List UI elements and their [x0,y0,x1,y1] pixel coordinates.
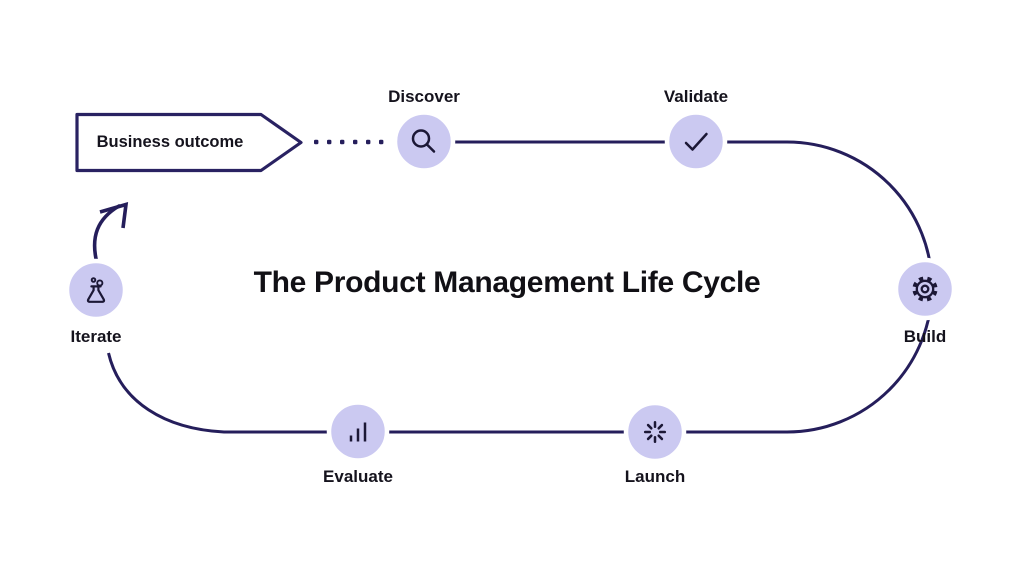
check-icon [684,132,708,151]
bar-chart-icon [349,422,367,442]
page-title: The Product Management Life Cycle [253,266,761,299]
stage-label-launch: Launch [624,467,686,486]
stage-label-discover: Discover [388,87,460,106]
dotted-connector [314,139,384,145]
stage-label-build: Build [903,327,947,346]
pennant-label: Business outcome [96,133,244,151]
stage-node-evaluate [326,400,390,463]
stage-node-build [893,257,957,321]
search-icon [411,129,436,153]
stage-node-discover [392,110,456,173]
stage-label-evaluate: Evaluate [323,467,393,486]
stage-node-validate [664,110,728,173]
iterate-arrowhead [99,202,129,229]
stage-label-iterate: Iterate [70,327,122,346]
business-outcome-pennant [75,112,303,173]
flask-icon [86,277,106,303]
spinner-icon [643,420,667,444]
stage-node-iterate [64,258,128,322]
lifecycle-loop-path [107,140,934,434]
iterate-arrow-curve [92,204,121,263]
stage-label-validate: Validate [663,87,729,106]
stage-node-launch [623,400,687,464]
